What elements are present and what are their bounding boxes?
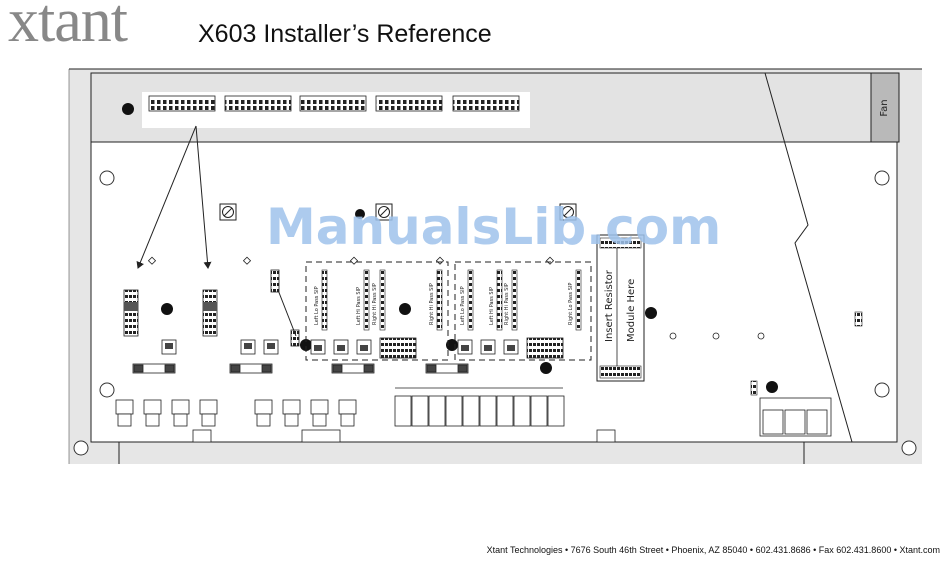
potentiometer: [559, 203, 577, 221]
page-title: X603 Installer’s Reference: [198, 20, 492, 48]
sip-label: Left Lo Pass SIP: [314, 286, 320, 325]
resistor-module-slot: [596, 234, 645, 382]
sip-label: Right Hi Pass SIP: [504, 283, 510, 325]
mounting-hole: [73, 440, 89, 456]
jumper-header: [123, 289, 139, 337]
footer-address: Xtant Technologies • 7676 South 46th Str…: [486, 545, 940, 555]
speaker-terminal-block: [394, 387, 565, 427]
sip-label: Left Hi Pass SIP: [356, 287, 362, 325]
connector: [379, 337, 564, 359]
resistor-module-label-1: Insert Resistor: [604, 269, 615, 342]
circuit-board: [90, 141, 898, 443]
power-terminal-block: [759, 397, 832, 437]
watermark: ManualsLib.com: [266, 198, 722, 256]
sip-label: Left Hi Pass SIP: [489, 287, 495, 325]
sip-label: Right Hi Pass SIP: [372, 283, 378, 325]
fuse: [331, 363, 375, 374]
sip-label: Right Hi Pass SIP: [429, 283, 435, 325]
mounting-hole: [874, 170, 890, 186]
mounting-hole: [99, 382, 115, 398]
jumper-header: [202, 289, 218, 337]
mounting-hole: [99, 170, 115, 186]
potentiometer: [375, 203, 393, 221]
resistor-module-label-2: Module Here: [626, 279, 637, 342]
cut-line: [764, 72, 853, 443]
potentiometer: [219, 203, 237, 221]
sip-area-right: [454, 261, 592, 361]
fan-label: Fan: [879, 99, 890, 116]
sip-area-left: [305, 261, 449, 361]
fuse: [229, 363, 273, 374]
sip-label: Right Lo Pass SIP: [568, 283, 574, 325]
sip-label: Left Lo Pass SIP: [460, 286, 466, 325]
fuse: [132, 363, 176, 374]
fan-box: [870, 72, 900, 143]
xtant-logo: xtant: [8, 0, 128, 55]
mounting-hole: [874, 382, 890, 398]
rca-jack-row: [115, 399, 357, 427]
mounting-hole: [901, 440, 917, 456]
terminal-block-group: [148, 95, 520, 112]
fuse: [425, 363, 469, 374]
